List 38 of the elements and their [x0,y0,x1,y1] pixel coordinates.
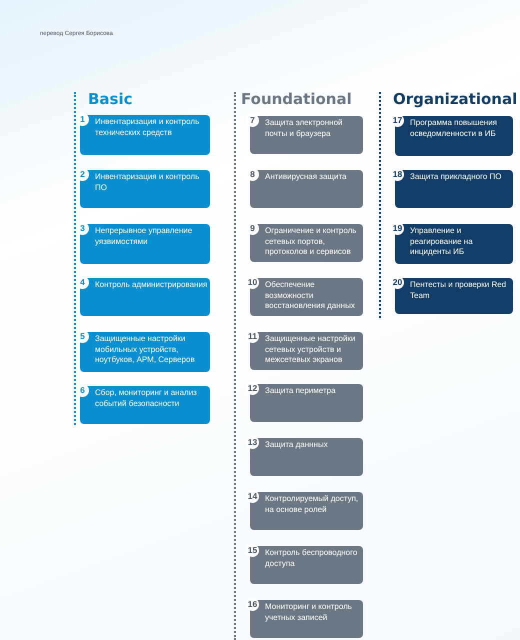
number-badge: 13 [246,436,259,449]
number-badge: 19 [391,222,404,235]
control-name: Защита периметра [265,386,337,396]
number-badge: 7 [246,114,259,127]
number-badge: 17 [391,114,404,127]
column-heading: Foundational [241,90,352,108]
number-badge: 11 [246,330,259,343]
control-name: Контроль беспроводного доступа [265,548,358,569]
number-badge: 10 [246,276,259,289]
control-name: Инвентаризация и контроль ПО [95,172,200,193]
column-heading: Organizational [393,90,518,108]
control-name: Защита прикладного ПО [410,172,502,182]
number-badge: 20 [391,276,404,289]
number-badge: 12 [246,382,259,395]
control-name: Непрерывное управление уязвимостями [95,226,194,247]
control-name: Мониторинг и контроль учетных записей [265,602,353,623]
control-name: Защита даннных [265,440,329,450]
control-name: Программа повышения осведомленности в ИБ [410,118,498,139]
control-name: Защищенные настройки сетевых устройств и межсетевых экранов [265,334,356,366]
number-badge: 16 [246,598,259,611]
control-name: Защищенные настройки мобильных устройств, ноутбуков, АРМ, Серверов [95,334,196,366]
control-name: Управление и реагирование на инциденты ИБ [410,226,474,258]
number-badge: 6 [76,384,89,397]
number-badge: 14 [246,490,259,503]
control-name: Инвентаризация и контроль технических средств [95,117,200,138]
column-heading: Basic [88,90,133,108]
control-name: Ограничение и контроль сетевых портов, протоколов и сервисов [265,226,358,258]
number-badge: 1 [76,113,89,126]
control-name: Контролируемый доступ, на основе ролей [265,494,360,515]
number-badge: 18 [391,168,404,181]
control-name: Пентесты и проверки Red Team [410,280,508,301]
number-badge: 2 [76,168,89,181]
control-name: Контроль администрирования [95,280,208,290]
control-name: Антивирусная защита [265,172,348,182]
control-name: Сбор, мониторинг и анализ событий безопасности [95,388,198,409]
control-name: Обеспечение возможности восстановления данных [265,280,356,312]
number-badge: 15 [246,544,259,557]
control-name: Защита электронной почты и браузера [265,118,344,139]
